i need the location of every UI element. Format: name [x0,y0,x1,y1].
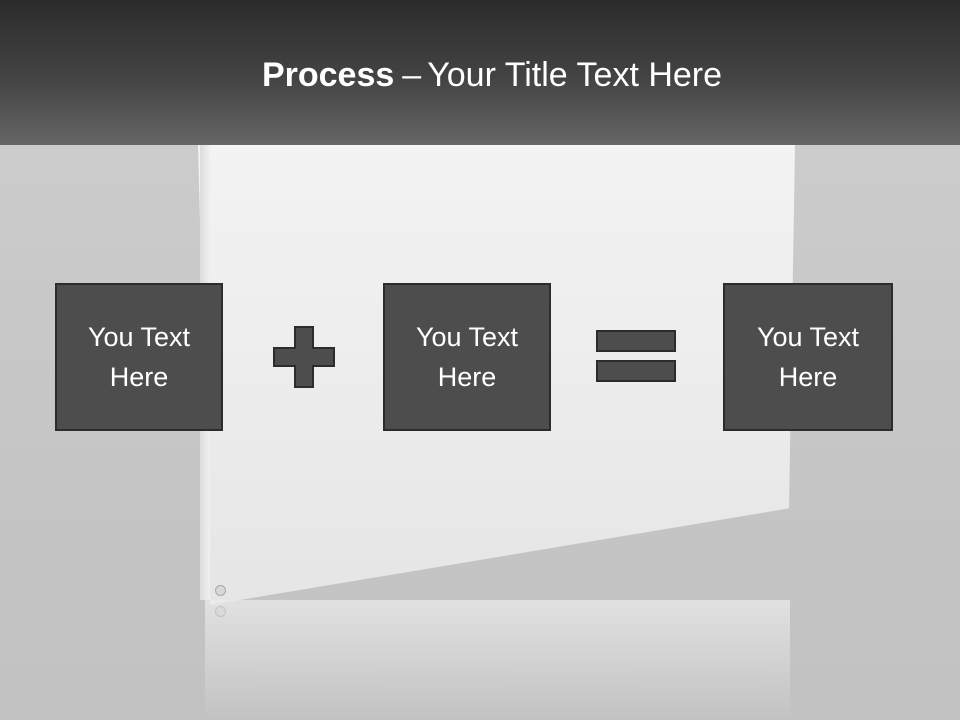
slide-title[interactable]: Process–Your Title Text Here [12,52,960,98]
process-box-3-text: You Text Here [756,322,860,392]
title-bar [0,0,960,145]
plus-icon [273,326,335,388]
title-rest-text: Your Title Text Here [427,56,723,94]
process-box-1[interactable]: You Text Here [55,283,223,431]
screw-icon [215,585,226,596]
process-box-1-text: You Text Here [87,322,191,392]
process-box-2-text: You Text Here [415,322,519,392]
equals-icon [596,330,676,382]
process-box-3[interactable]: You Text Here [723,283,893,431]
whiteboard-reflection [205,600,790,720]
screw-reflection-icon [215,606,226,617]
process-box-2[interactable]: You Text Here [383,283,551,431]
title-bold-text: Process [261,56,395,94]
title-separator: – [402,56,422,94]
